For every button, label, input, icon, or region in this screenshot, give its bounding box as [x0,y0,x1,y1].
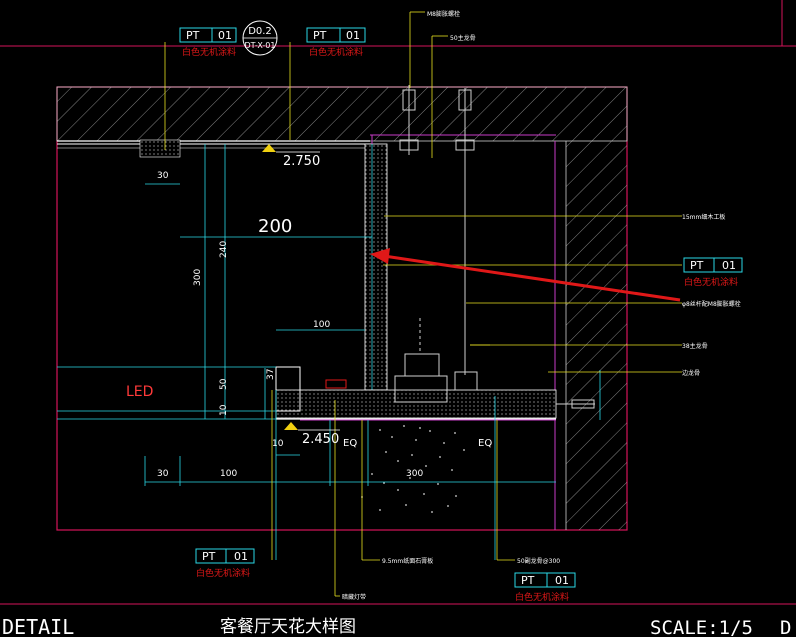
svg-text:PT: PT [202,550,216,563]
callout-board-15mm: 15mm细木工板 [682,213,725,221]
svg-text:白色无机涂料: 白色无机涂料 [182,46,236,58]
level-marker-bottom [284,422,298,430]
dim-100: 100 [313,320,330,330]
dim-30-bottom: 30 [157,469,169,479]
svg-text:PT: PT [690,259,704,272]
pt-tag-bottom-left: PT 01 白色无机涂料 [195,548,255,579]
upper-ceiling [57,139,372,158]
concrete-wall [370,134,627,530]
svg-text:PT: PT [521,574,535,587]
svg-text:白色无机涂料: 白色无机涂料 [196,567,250,579]
dim-300-horizontal: 300 [406,469,423,479]
eq-left: EQ [343,438,357,449]
dim-240: 240 [219,241,229,258]
callout-keel-38: 38主龙骨 [682,342,708,350]
callout-m8-boom: M8膨胀螺栓 [427,10,460,18]
svg-text:白色无机涂料: 白色无机涂料 [309,46,363,58]
concrete-slab [56,86,628,142]
pt-tag-bottom-right: PT 01 白色无机涂料 [514,572,576,603]
callout-aux-keel-50: 50副龙骨@300 [517,557,560,565]
svg-text:01: 01 [234,550,248,563]
eq-right: EQ [478,438,492,449]
dim-300-vertical: 300 [193,269,203,286]
red-arrow [370,248,681,302]
footer-fragment: D [780,617,791,637]
leader-lines [164,11,682,597]
dim-10-horizontal: 10 [272,439,284,449]
pt-tag-right: PT 01 白色无机涂料 [683,257,743,288]
led-label: LED [126,384,153,400]
svg-text:白色无机涂料: 白色无机涂料 [684,276,738,288]
pt-tag-top-left: PT 01 白色无机涂料 [179,27,237,58]
light-beam [361,425,465,513]
svg-text:白色无机涂料: 白色无机涂料 [515,591,569,603]
drawing-title: 客餐厅天花大样图 [220,617,356,637]
svg-text:01: 01 [218,29,232,42]
callout-light-strip: 暗藏灯带 [342,593,366,601]
svg-text:01: 01 [346,29,360,42]
light-fixture [394,318,448,403]
dimension-lines [57,144,601,560]
callout-boom-rod: φ8丝杆配M8膨胀螺栓 [682,300,741,308]
dim-10-vertical: 10 [219,404,229,416]
gypsum-outline [300,135,556,421]
level-marker-top [262,144,276,152]
svg-text:01: 01 [555,574,569,587]
callout-edge-keel: 边龙骨 [682,369,700,377]
footer-detail: DETAIL [2,615,74,637]
detail-circle-bottom: DT-X-01 [245,41,276,50]
callout-main-keel-50: 50主龙骨 [450,34,476,42]
board-column [364,143,388,391]
detail-reference: D0.2 DT-X-01 [242,20,278,56]
lower-ceiling [275,366,557,420]
level-2450: 2.450 [302,432,339,447]
dim-100-bottom: 100 [220,469,237,479]
dim-37: 37 [266,369,276,380]
drawing-scale: SCALE:1/5 [650,617,753,637]
callout-gypsum-95: 9.5mm纸面石膏板 [382,557,433,565]
dim-30-top: 30 [157,171,169,181]
hanging-bolts [399,85,595,409]
dim-50: 50 [219,378,229,390]
svg-text:PT: PT [313,29,327,42]
pt-tag-top-right: PT 01 白色无机涂料 [306,27,366,58]
detail-circle-top: D0.2 [248,26,272,37]
svg-text:PT: PT [186,29,200,42]
level-2750: 2.750 [283,154,320,169]
dim-200: 200 [258,216,292,237]
svg-text:01: 01 [722,259,736,272]
